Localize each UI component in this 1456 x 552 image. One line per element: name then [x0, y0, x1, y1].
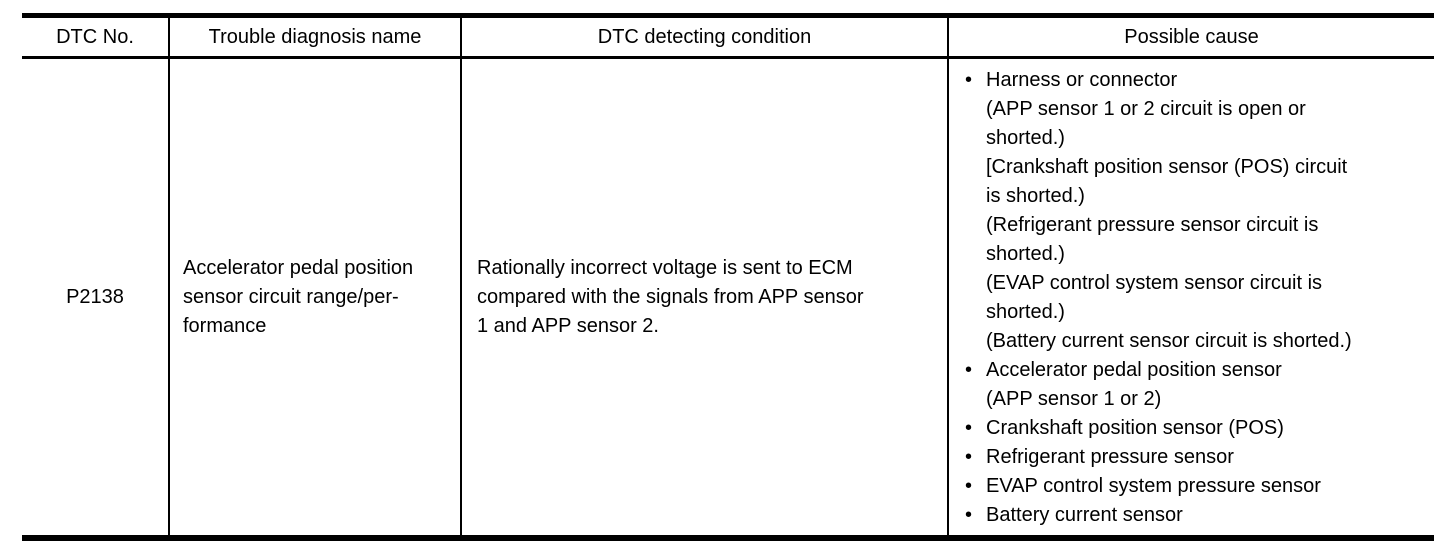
header-trouble-diagnosis-name: Trouble diagnosis name — [168, 18, 460, 56]
possible-cause-list: Harness or connector (APP sensor 1 or 2 … — [963, 66, 1430, 530]
table-row-p2138: P2138 Accelerator pedal position sensor … — [22, 59, 1434, 535]
header-dtc-detecting-condition: DTC detecting condition — [460, 18, 947, 56]
possible-cause-item: Refrigerant pressure sensor — [963, 443, 1430, 472]
dtc-diagnostic-table: DTC No. Trouble diagnosis name DTC detec… — [22, 13, 1434, 541]
table-header-row: DTC No. Trouble diagnosis name DTC detec… — [22, 18, 1434, 59]
cell-dtc-no: P2138 — [66, 285, 124, 308]
cell-possible-cause: Harness or connector (APP sensor 1 or 2 … — [947, 59, 1434, 535]
possible-cause-item: EVAP control system pressure sensor — [963, 472, 1430, 501]
header-dtc-no: DTC No. — [56, 25, 134, 48]
possible-cause-item: Harness or connector (APP sensor 1 or 2 … — [963, 66, 1430, 356]
possible-cause-item: Battery current sensor — [963, 501, 1430, 530]
header-possible-cause: Possible cause — [947, 18, 1434, 56]
cell-dtc-detecting-condition: Rationally incorrect voltage is sent to … — [460, 59, 947, 535]
cell-trouble-diagnosis-name: Accelerator pedal position sensor circui… — [168, 59, 460, 535]
possible-cause-item: Crankshaft position sensor (POS) — [963, 414, 1430, 443]
possible-cause-item: Accelerator pedal position sensor (APP s… — [963, 356, 1430, 414]
